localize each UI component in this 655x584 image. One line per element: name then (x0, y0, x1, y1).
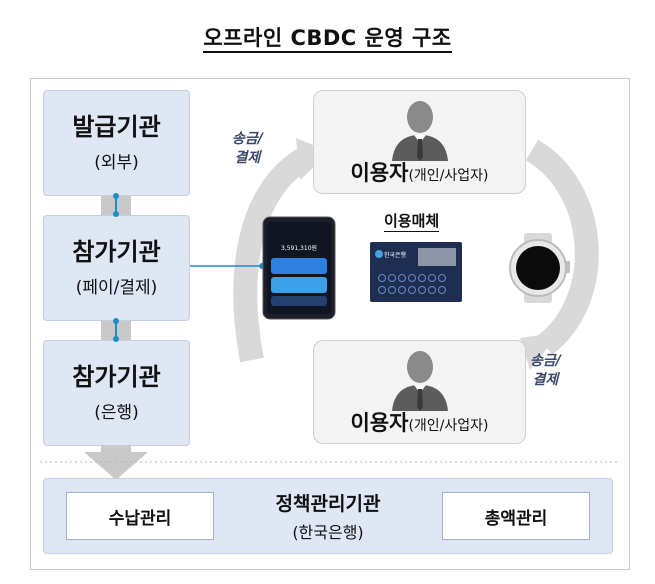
smartwatch-image (509, 233, 570, 303)
participant-bank-name: 참가기관 (72, 363, 161, 391)
participant-bank-sub: (은행) (94, 403, 139, 423)
transfer-top-line2: 결제 (234, 150, 261, 166)
issuer-box: 발급기관 (외부) (43, 90, 190, 196)
issuer-name: 발급기관 (72, 113, 161, 141)
user-icon (392, 351, 448, 411)
participant-pay-sub: (페이/결제) (75, 278, 158, 298)
user-label-bottom: 이용자(개인/사업자) (314, 407, 525, 437)
policy-panel: 수납관리 정책관리기관 (한국은행) 총액관리 (43, 478, 613, 554)
link-dot-1b (113, 211, 119, 217)
issuer-sub: (외부) (94, 153, 139, 173)
user-label-top: 이용자(개인/사업자) (314, 157, 525, 187)
policy-name: 정책관리기관 (275, 493, 381, 515)
user-name-top: 이용자 (350, 161, 409, 185)
user-card-bottom: 이용자(개인/사업자) (313, 340, 526, 444)
transfer-label-right: 송금/ 결제 (530, 352, 561, 390)
participant-pay-name: 참가기관 (72, 238, 161, 266)
curved-arrow-right (525, 139, 599, 355)
user-icon (392, 101, 448, 161)
smartphone-image (262, 216, 336, 320)
media-title: 이용매체 (384, 212, 440, 232)
link-dot-2a (113, 318, 119, 324)
diagram-title: 오프라인 CBDC 운영 구조 (0, 22, 655, 53)
down-arrow-head (84, 452, 148, 480)
card-image (370, 242, 462, 302)
curved-arrow-right-head (520, 332, 560, 370)
participant-pay-box: 참가기관 (페이/결제) (43, 215, 190, 321)
link-dot-1a (113, 193, 119, 199)
link-line-2 (115, 321, 117, 339)
curved-arrow-top (233, 147, 312, 363)
policy-sub: (한국은행) (292, 523, 364, 542)
link-dot-2b (113, 336, 119, 342)
user-type-top: (개인/사업자) (408, 168, 489, 184)
total-management-box: 총액관리 (442, 492, 590, 540)
card-brand: 한국은행 (384, 252, 407, 259)
link-line-1 (115, 196, 117, 214)
participant-bank-box: 참가기관 (은행) (43, 340, 190, 446)
transfer-right-line1: 송금/ (530, 353, 561, 369)
policy-institution: 정책관리기관 (한국은행) (244, 489, 412, 543)
user-card-top: 이용자(개인/사업자) (313, 90, 526, 194)
phone-amount: 3,591,310원 (280, 245, 318, 252)
user-name-bottom: 이용자 (350, 411, 409, 435)
revenue-management-box: 수납관리 (66, 492, 214, 540)
transfer-label-top: 송금/ 결제 (232, 130, 263, 168)
transfer-top-line1: 송금/ (232, 131, 263, 147)
user-type-bottom: (개인/사업자) (408, 418, 489, 434)
transfer-right-line2: 결제 (532, 372, 559, 388)
